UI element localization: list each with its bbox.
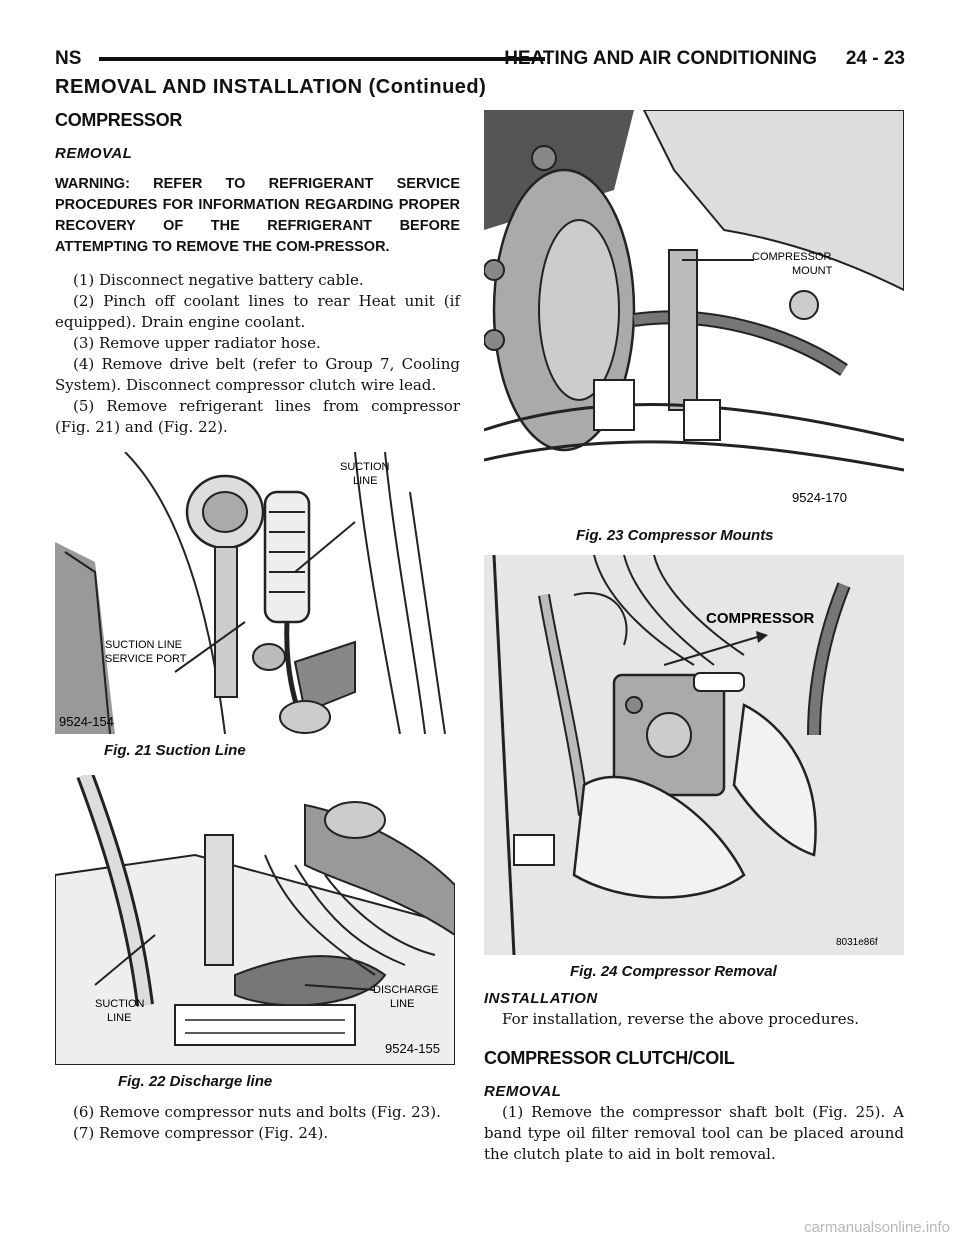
installation-text: For installation, reverse the above proc… — [502, 1010, 860, 1028]
fig23-caption: Fig. 23 Compressor Mounts — [576, 527, 774, 544]
page-header: NS HEATING AND AIR CONDITIONING 24 - 23 — [55, 48, 905, 72]
compressor-heading: COMPRESSOR — [55, 110, 183, 130]
fig21-label-suction: SUCTION — [340, 461, 390, 473]
header-rule — [99, 57, 545, 61]
step-2: (2) Pinch off coolant lines to rear Heat… — [55, 292, 460, 331]
left-steps-after: (6) Remove compressor nuts and bolts (Fi… — [55, 1102, 460, 1144]
fig21-caption: Fig. 21 Suction Line — [104, 742, 246, 759]
fig23-code: 9524-170 — [792, 490, 847, 505]
clutch-heading: COMPRESSOR CLUTCH/COIL — [484, 1048, 735, 1068]
fig21-label-line: LINE — [353, 475, 377, 487]
watermark: carmanualsonline.info — [804, 1219, 950, 1236]
removal-heading: REMOVAL — [55, 145, 133, 162]
fig22-label-line: LINE — [107, 1012, 131, 1024]
step-3: (3) Remove upper radiator hose. — [73, 334, 321, 352]
fig23-label-compressor: COMPRESSOR — [752, 251, 832, 263]
fig21-label-service2: SERVICE PORT — [105, 653, 187, 665]
fig23-label-mount: MOUNT — [792, 265, 833, 277]
step-7: (7) Remove compressor (Fig. 24). — [73, 1124, 329, 1142]
installation-heading: INSTALLATION — [484, 990, 598, 1007]
continued-heading: REMOVAL AND INSTALLATION (Continued) — [55, 76, 487, 98]
fig22-label-suction: SUCTION — [95, 998, 145, 1010]
fig24-code: 8031e86f — [836, 937, 878, 948]
fig23-illustration: COMPRESSOR MOUNT 9524-170 — [484, 110, 904, 520]
fig22-code: 9524-155 — [385, 1041, 440, 1056]
fig22-label-discharge: DISCHARGE — [373, 984, 438, 996]
clutch-removal-heading: REMOVAL — [484, 1083, 562, 1100]
step-5: (5) Remove refrigerant lines from compre… — [55, 397, 460, 436]
step-1: (1) Disconnect negative battery cable. — [73, 271, 364, 289]
fig24-label-compressor: COMPRESSOR — [706, 610, 815, 627]
fig22-illustration: SUCTION LINE DISCHARGE LINE 9524-155 — [55, 775, 455, 1065]
warning-text: WARNING: REFER TO REFRIGERANT SERVICE PR… — [55, 176, 460, 255]
chapter-title: HEATING AND AIR CONDITIONING — [504, 48, 817, 69]
step-6: (6) Remove compressor nuts and bolts (Fi… — [73, 1103, 441, 1121]
step-4: (4) Remove drive belt (refer to Group 7,… — [55, 355, 460, 394]
fig21-label-service1: SUCTION LINE — [105, 639, 182, 651]
clutch-step-1: (1) Remove the compressor shaft bolt (Fi… — [484, 1103, 904, 1163]
fig24-caption: Fig. 24 Compressor Removal — [570, 963, 777, 980]
fig24-illustration: COMPRESSOR 8031e86f — [484, 555, 904, 955]
right-column-text: INSTALLATION For installation, reverse t… — [484, 990, 904, 1165]
removal-steps: (1) Disconnect negative battery cable. (… — [55, 270, 460, 438]
fig21-code: 9524-154 — [59, 714, 114, 729]
fig21-illustration: SUCTION LINE SUCTION LINE SERVICE PORT 9… — [55, 452, 455, 734]
section-code: NS — [55, 48, 82, 69]
page-number: 24 - 23 — [845, 48, 905, 69]
fig22-caption: Fig. 22 Discharge line — [118, 1073, 273, 1090]
left-column: COMPRESSOR REMOVAL WARNING: REFER TO REF… — [55, 110, 460, 438]
fig22-label-dline: LINE — [390, 998, 414, 1010]
